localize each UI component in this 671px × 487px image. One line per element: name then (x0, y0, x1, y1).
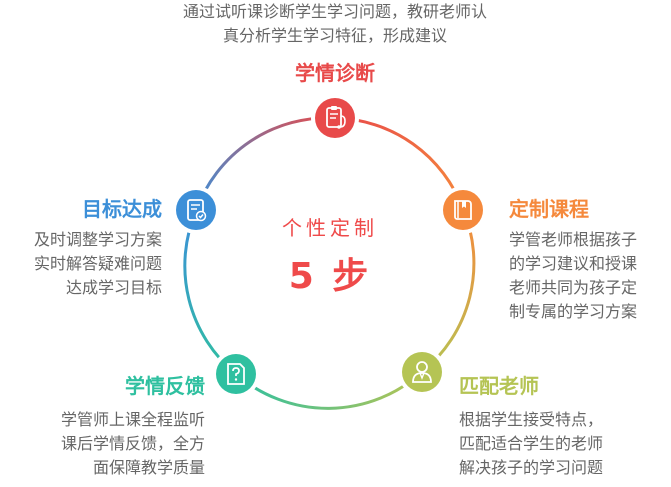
step-match-title: 匹配老师 (459, 374, 539, 398)
step-goal-desc: 及时调整学习方案 实时解答疑难问题 达成学习目标 (33, 230, 162, 297)
arc-course-to-match (421, 208, 476, 374)
step-course-title: 定制课程 (509, 197, 589, 221)
book-icon (454, 200, 472, 220)
step-match-node (402, 352, 442, 392)
step-course-node (443, 190, 483, 230)
arc-diagnose-to-course (334, 116, 465, 210)
checklist-icon (187, 199, 207, 222)
question-note-icon (227, 363, 245, 385)
arc-goal-to-diagnose (194, 116, 336, 212)
step-diagnose-node (315, 98, 355, 138)
step-diagnose-title: 学情诊断 (295, 61, 375, 85)
step-course-desc: 学管老师根据孩子 的学习建议和授课 老师共同为孩子定 制专属的学习方案 (509, 230, 638, 321)
arc-match-to-feedback (235, 370, 424, 410)
step-goal-node (176, 190, 216, 230)
step-diagnose-desc: 通过试听课诊断学生学习问题，教研老师认 真分析学生学习特征，形成建议 (182, 2, 487, 45)
center-caption: 个性定制 (282, 216, 378, 240)
teacher-icon (412, 361, 432, 383)
step-goal-title: 目标达成 (82, 197, 162, 221)
clipboard-stethoscope-icon (326, 106, 346, 129)
center-steps: 5 步 (288, 256, 372, 297)
step-feedback-title: 学情反馈 (125, 374, 205, 398)
step-feedback-desc: 学管师上课全程监听 课后学情反馈，全方 面保障教学质量 (60, 410, 205, 477)
arc-feedback-to-goal (183, 210, 237, 376)
step-match-desc: 根据学生接受特点， 匹配适合学生的老师 解决孩子的学习问题 (459, 410, 604, 477)
step-feedback-node (216, 354, 256, 394)
